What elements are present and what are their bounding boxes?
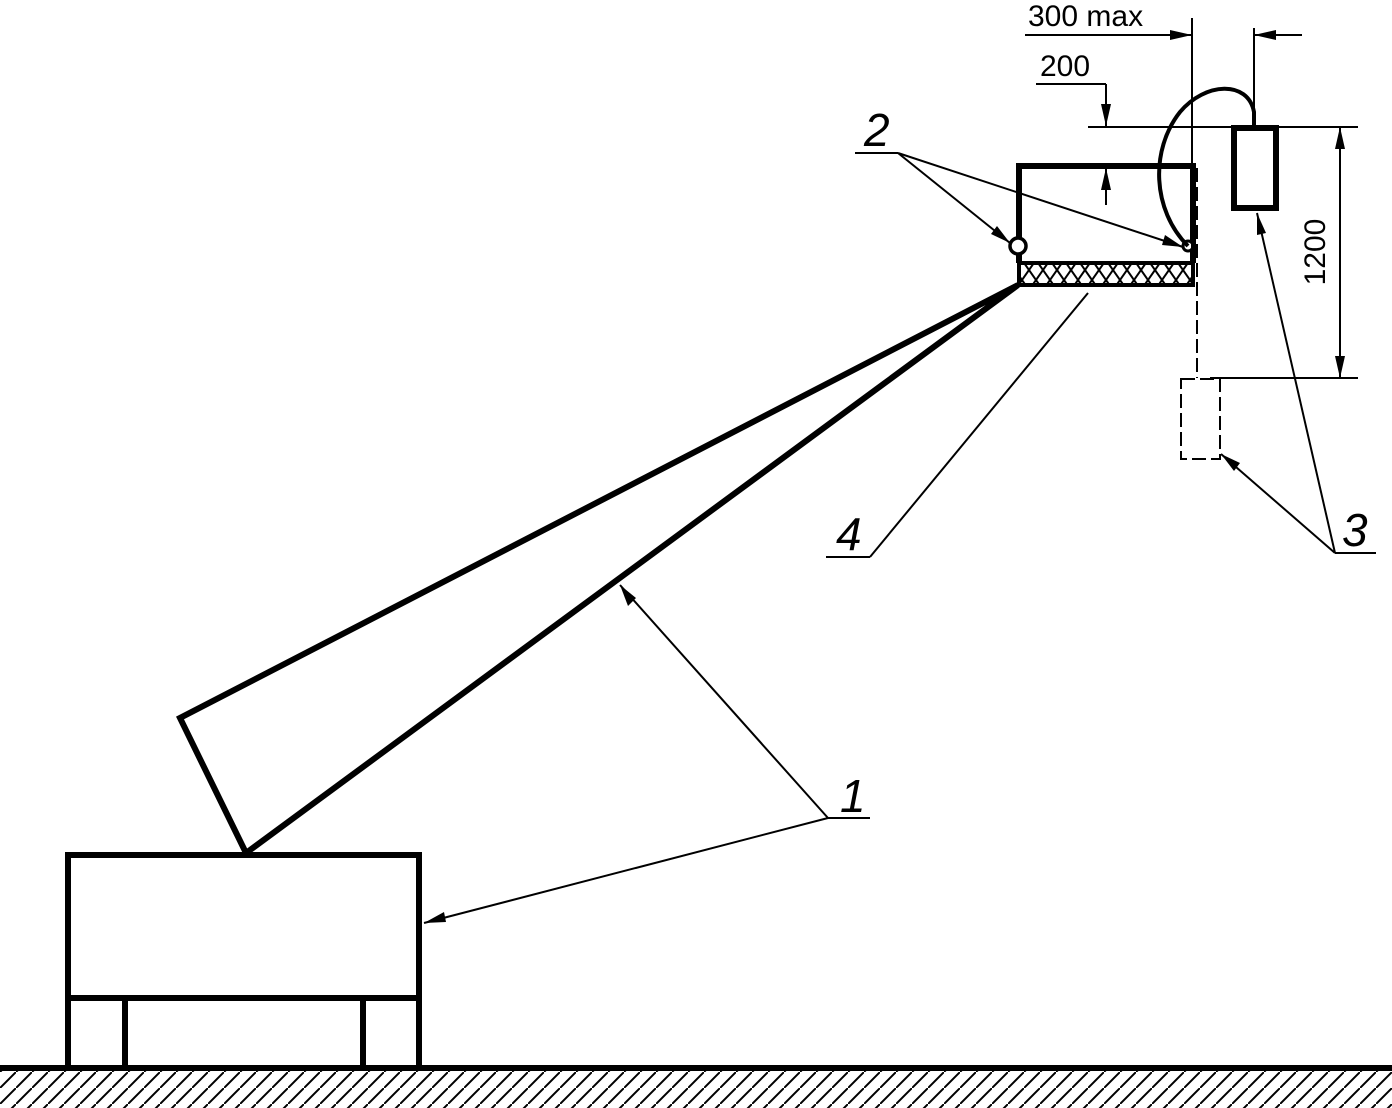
callout-1-label: 1 — [840, 770, 866, 822]
vehicle-chassis — [65, 852, 422, 1066]
dimension-1200-label: 1200 — [1299, 219, 1332, 286]
anchor-point-left-icon — [1008, 236, 1028, 256]
test-mass-lower — [1180, 378, 1221, 460]
dimension-300-max-label: 300 max — [1028, 0, 1143, 33]
boom — [176, 282, 1020, 856]
callout-1: 1 — [423, 584, 870, 924]
platform-floor — [1017, 261, 1195, 287]
dimension-200-label: 200 — [1040, 50, 1090, 83]
lanyard — [1157, 86, 1256, 248]
dimension-300-max: 300 max — [1025, 0, 1302, 262]
chassis-body — [65, 852, 422, 1001]
ground — [0, 1065, 1392, 1108]
dimension-1200: 1200 — [1210, 127, 1358, 379]
boom-outline — [176, 282, 1020, 856]
callout-2: 2 — [855, 104, 1184, 248]
callout-3: 3 — [1220, 212, 1376, 556]
callout-4-label: 4 — [836, 508, 862, 560]
ground-hatching — [0, 1068, 1392, 1108]
test-mass-upper — [1231, 125, 1279, 211]
dimension-200: 200 — [1036, 50, 1358, 205]
callout-3-label: 3 — [1342, 504, 1368, 556]
callout-4: 4 — [826, 292, 1089, 560]
callout-2-label: 2 — [863, 104, 890, 156]
platform-basket — [1008, 163, 1196, 287]
